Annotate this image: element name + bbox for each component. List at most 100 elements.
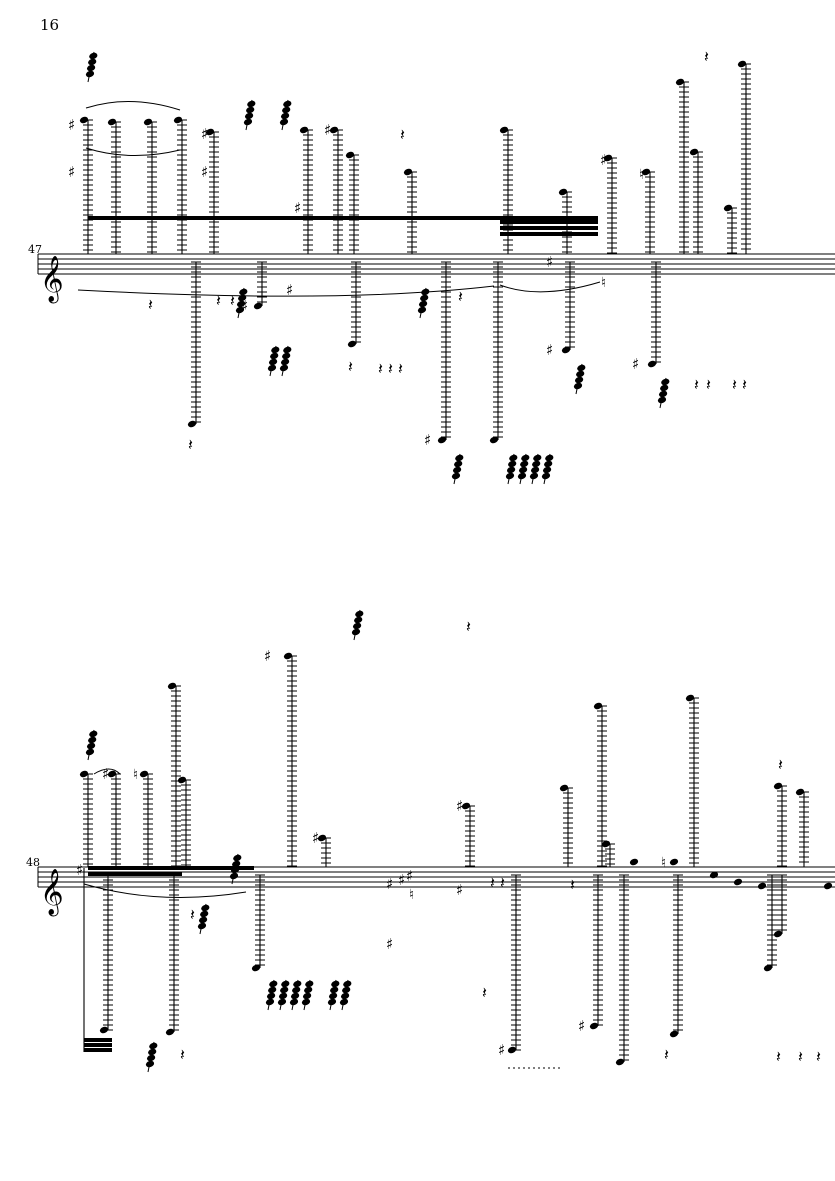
grace-rest-head	[327, 998, 337, 1006]
notehead	[685, 694, 695, 702]
quarter-rest-icon: 𝄽	[188, 435, 193, 454]
grace-rest-head	[247, 100, 256, 108]
grace-rest-head	[239, 288, 248, 296]
grace-rest-head	[85, 748, 95, 756]
grace-rest-head	[279, 992, 288, 1000]
grace-rest-head	[342, 986, 351, 994]
grace-rest-head	[543, 466, 552, 474]
notehead	[187, 420, 197, 428]
sharp-icon: ♯	[286, 281, 293, 299]
grace-rest-head	[354, 616, 363, 624]
grace-rest-head	[267, 364, 277, 372]
sharp-icon: ♯	[324, 121, 331, 139]
notehead	[329, 126, 339, 134]
grace-rest-head	[507, 466, 516, 474]
quarter-rest-icon: 𝄽	[348, 357, 353, 376]
notehead	[299, 126, 309, 134]
grace-rest-head	[292, 986, 301, 994]
notehead	[251, 964, 261, 972]
grace-rest-head	[243, 118, 253, 126]
grace-rest-head	[147, 1054, 156, 1062]
melody-notehead	[669, 858, 679, 866]
natural-icon: ♮	[409, 887, 414, 903]
notehead	[675, 78, 685, 86]
natural-icon: ♮	[601, 275, 606, 291]
sharp-icon: ♯	[68, 163, 75, 181]
quarter-rest-icon: 𝄽	[664, 1045, 669, 1064]
quarter-rest-icon: 𝄽	[778, 755, 783, 774]
grace-rest-head	[330, 986, 339, 994]
quarter-rest-icon: 𝄽	[466, 617, 471, 636]
sharp-icon: ♯	[546, 253, 553, 271]
notehead	[559, 784, 569, 792]
natural-icon: ♮	[133, 767, 138, 783]
quarter-rest-icon: 𝄽	[704, 47, 709, 66]
grace-rest-head	[282, 352, 291, 360]
grace-rest-head	[351, 628, 361, 636]
tie	[83, 883, 247, 898]
notehead	[499, 126, 509, 134]
treble-clef-icon: 𝄞	[40, 869, 64, 917]
notehead	[317, 834, 327, 842]
notehead	[99, 1026, 109, 1034]
notehead	[641, 168, 651, 176]
quarter-rest-icon: 𝄽	[230, 291, 235, 310]
grace-rest-head	[88, 58, 97, 66]
sharp-icon: ♯	[632, 355, 639, 373]
sharp-icon: ♯	[406, 867, 413, 885]
grace-rest-head	[520, 460, 529, 468]
notehead	[615, 1058, 625, 1066]
grace-rest-head	[451, 472, 461, 480]
grace-rest-head	[657, 396, 667, 404]
grace-rest-head	[201, 904, 210, 912]
grace-rest-head	[573, 382, 583, 390]
grace-rest-head	[238, 294, 247, 302]
grace-rest-head	[87, 64, 96, 72]
grace-rest-head	[89, 730, 98, 738]
grace-rest-head	[453, 466, 462, 474]
notehead	[737, 60, 747, 68]
natural-icon: ♮	[661, 855, 666, 871]
melody-notehead	[629, 858, 639, 866]
notehead	[461, 802, 471, 810]
grace-rest-head	[343, 980, 352, 988]
sharp-icon: ♯	[76, 861, 83, 879]
grace-rest-head	[341, 992, 350, 1000]
notehead	[345, 151, 355, 159]
quarter-rest-icon: 𝄽	[400, 125, 405, 144]
grace-rest-head	[145, 1060, 155, 1068]
sharp-icon: ♯	[498, 1041, 505, 1059]
grace-rest-head	[289, 998, 299, 1006]
notehead	[173, 116, 183, 124]
grace-rest-head	[660, 384, 669, 392]
melody-notehead	[709, 871, 719, 879]
grace-rest-head	[87, 742, 96, 750]
page-number: 16	[40, 16, 60, 34]
notehead	[347, 340, 357, 348]
sharp-icon: ♯	[241, 297, 248, 315]
notehead	[403, 168, 413, 176]
grace-rest-head	[355, 610, 364, 618]
quarter-rest-icon: 𝄽	[388, 359, 393, 378]
staff-system-48: 𝄞♯♯♯♯♯♯♯♯♯♯♯♯♮♮♮𝄽𝄽𝄽𝄽𝄽𝄽𝄽𝄽𝄽𝄽𝄽𝄽	[37, 609, 835, 1073]
notehead	[773, 782, 783, 790]
grace-rest-head	[269, 358, 278, 366]
notehead	[437, 436, 447, 444]
quarter-rest-icon: 𝄽	[776, 1047, 781, 1066]
notehead	[283, 652, 293, 660]
grace-rest-head	[508, 460, 517, 468]
grace-rest-head	[517, 472, 527, 480]
grace-rest-head	[419, 300, 428, 308]
grace-rest-head	[509, 454, 518, 462]
quarter-rest-icon: 𝄽	[190, 905, 195, 924]
notehead	[143, 118, 153, 126]
sharp-icon: ♯	[386, 875, 393, 893]
grace-rest-head	[577, 364, 586, 372]
grace-rest-head	[659, 390, 668, 398]
notehead	[763, 964, 773, 972]
grace-rest-head	[533, 454, 542, 462]
sharp-icon: ♯	[456, 797, 463, 815]
grace-rest-head	[329, 992, 338, 1000]
grace-rest-head	[521, 454, 530, 462]
